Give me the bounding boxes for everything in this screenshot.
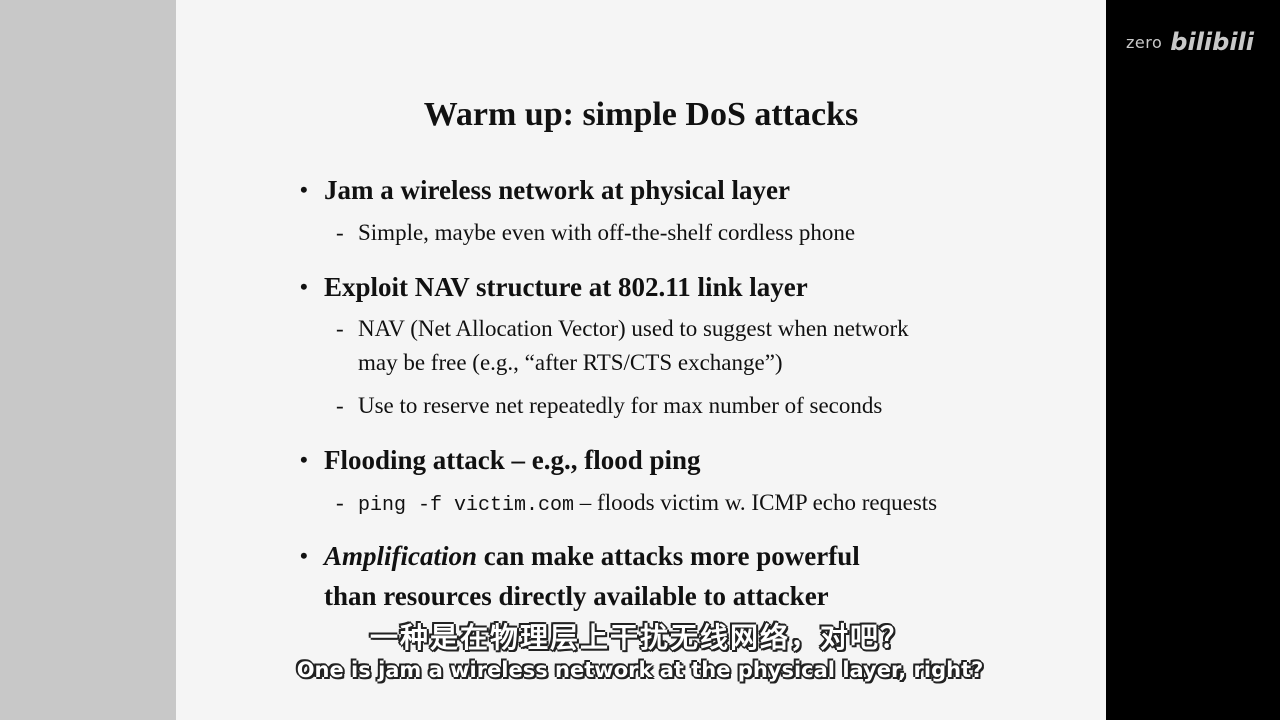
- bullet-dot-icon: •: [300, 177, 308, 202]
- dash-icon: -: [336, 490, 344, 515]
- bullet-text: can make attacks more powerful: [477, 541, 860, 571]
- slide-title: Warm up: simple DoS attacks: [423, 96, 859, 133]
- bilibili-watermark: zero bilibili: [1126, 28, 1254, 56]
- dash-icon: -: [336, 220, 344, 245]
- right-letterbox: [1106, 0, 1280, 720]
- bullet-text: than resources directly available to att…: [324, 581, 829, 611]
- bullet-text: Flooding attack – e.g., flood ping: [324, 445, 701, 475]
- bullet-dot-icon: •: [300, 543, 308, 568]
- bullet-item-flooding: • Flooding attack – e.g., flood ping: [300, 440, 701, 480]
- sub-text: Use to reserve net repeatedly for max nu…: [358, 393, 883, 418]
- sub-text: Simple, maybe even with off-the-shelf co…: [358, 220, 856, 245]
- sub-item: - ping -f victim.com – floods victim w. …: [336, 486, 938, 523]
- dash-icon: -: [336, 316, 344, 341]
- slide: Warm up: simple DoS attacks • Jam a wire…: [176, 0, 1106, 720]
- bullet-text: Jam a wireless network at physical layer: [324, 175, 790, 205]
- bullet-text: Exploit NAV structure at 802.11 link lay…: [324, 272, 808, 302]
- sub-item: - Use to reserve net repeatedly for max …: [336, 389, 883, 423]
- bullet-dot-icon: •: [300, 274, 308, 299]
- bullet-item-nav: • Exploit NAV structure at 802.11 link l…: [300, 267, 808, 307]
- dash-icon: -: [336, 393, 344, 418]
- emphasis-text: Amplification: [324, 541, 478, 571]
- sub-item: - NAV (Net Allocation Vector) used to su…: [336, 312, 909, 346]
- sub-text: NAV (Net Allocation Vector) used to sugg…: [358, 316, 909, 341]
- bilibili-logo-icon: bilibili: [1170, 28, 1254, 56]
- bullet-item-continuation: than resources directly available to att…: [324, 576, 829, 616]
- left-letterbox: [0, 0, 176, 720]
- bullet-item-amplification: • Amplification can make attacks more po…: [300, 536, 860, 576]
- subtitle-english: One is jam a wireless network at the phy…: [296, 658, 984, 682]
- code-snippet: ping -f victim.com: [358, 494, 575, 517]
- sub-item-continuation: may be free (e.g., “after RTS/CTS exchan…: [358, 346, 783, 380]
- sub-text: may be free (e.g., “after RTS/CTS exchan…: [358, 350, 783, 375]
- watermark-user: zero: [1126, 32, 1163, 52]
- bullet-dot-icon: •: [300, 447, 308, 472]
- subtitle-chinese: 一种是在物理层上干扰无线网络，对吧？: [369, 621, 910, 654]
- sub-text: – floods victim w. ICMP echo requests: [574, 490, 938, 515]
- bullet-item-jam: • Jam a wireless network at physical lay…: [300, 170, 790, 210]
- sub-item: - Simple, maybe even with off-the-shelf …: [336, 216, 856, 250]
